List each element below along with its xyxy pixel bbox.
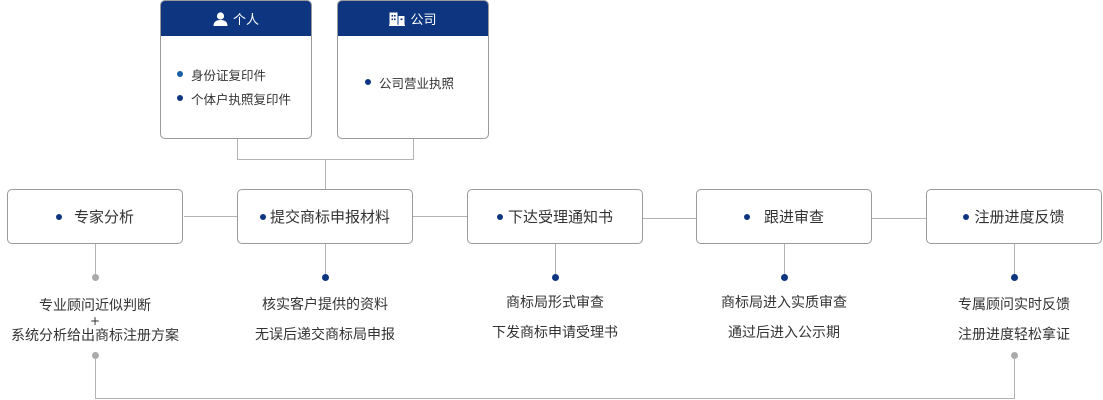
connector xyxy=(325,244,326,277)
company-documents-title: 公司 xyxy=(410,13,437,28)
loop-connector xyxy=(1014,358,1015,399)
bullet-icon xyxy=(365,79,371,85)
connector xyxy=(413,139,414,159)
loop-node xyxy=(1011,352,1018,359)
building-icon xyxy=(389,12,406,26)
step-description: 专业顾问近似判断 + 系统分析给出商标注册方案 xyxy=(11,298,179,344)
company-documents-card: 公司 公司营业执照 xyxy=(337,0,489,139)
bullet-icon xyxy=(496,213,503,220)
step-node xyxy=(92,274,99,281)
company-documents-list: 公司营业执照 xyxy=(338,70,488,94)
connector xyxy=(784,244,785,277)
step-description: 专属顾问实时反馈 注册进度轻松拿证 xyxy=(958,297,1070,343)
personal-documents-card: 个人 身份证复印件 个体户执照复印件 xyxy=(160,0,312,139)
step-expert-analysis: 专家分析 xyxy=(7,189,183,244)
person-icon xyxy=(213,11,228,26)
step-description: 核实客户提供的资料 无误后递交商标局申报 xyxy=(255,297,395,343)
step-node xyxy=(1011,274,1018,281)
connector xyxy=(95,244,96,277)
personal-documents-title: 个人 xyxy=(232,13,259,28)
connector xyxy=(237,139,238,159)
step-submit-materials: 提交商标申报材料 xyxy=(237,189,413,244)
step-follow-review: 跟进审查 xyxy=(696,189,872,244)
step-node xyxy=(552,274,559,281)
loop-connector xyxy=(95,358,96,399)
personal-documents-list: 身份证复印件 个体户执照复印件 xyxy=(161,62,311,110)
connector xyxy=(325,159,326,189)
list-item: 身份证复印件 xyxy=(177,62,311,86)
list-item: 公司营业执照 xyxy=(365,70,488,94)
bullet-icon xyxy=(963,213,970,220)
bullet-icon xyxy=(177,95,183,101)
connector xyxy=(1014,244,1015,277)
bullet-icon xyxy=(743,213,750,220)
connector xyxy=(555,244,556,277)
loop-connector xyxy=(95,398,1015,399)
step-description: 商标局进入实质审查 通过后进入公示期 xyxy=(721,295,847,341)
company-documents-header: 公司 xyxy=(338,1,488,36)
connector xyxy=(872,218,926,219)
bullet-icon xyxy=(55,213,62,220)
personal-documents-header: 个人 xyxy=(161,1,311,36)
connector xyxy=(413,216,467,217)
step-acceptance-notice: 下达受理通知书 xyxy=(467,189,643,244)
list-item: 个体户执照复印件 xyxy=(177,86,311,110)
connector xyxy=(643,218,696,219)
loop-node xyxy=(92,352,99,359)
step-node xyxy=(781,274,788,281)
bullet-icon xyxy=(259,213,266,220)
step-node xyxy=(322,274,329,281)
step-description: 商标局形式审查 下发商标申请受理书 xyxy=(492,295,618,341)
connector xyxy=(184,216,237,217)
bullet-icon xyxy=(177,71,183,77)
step-progress-feedback: 注册进度反馈 xyxy=(926,189,1102,244)
